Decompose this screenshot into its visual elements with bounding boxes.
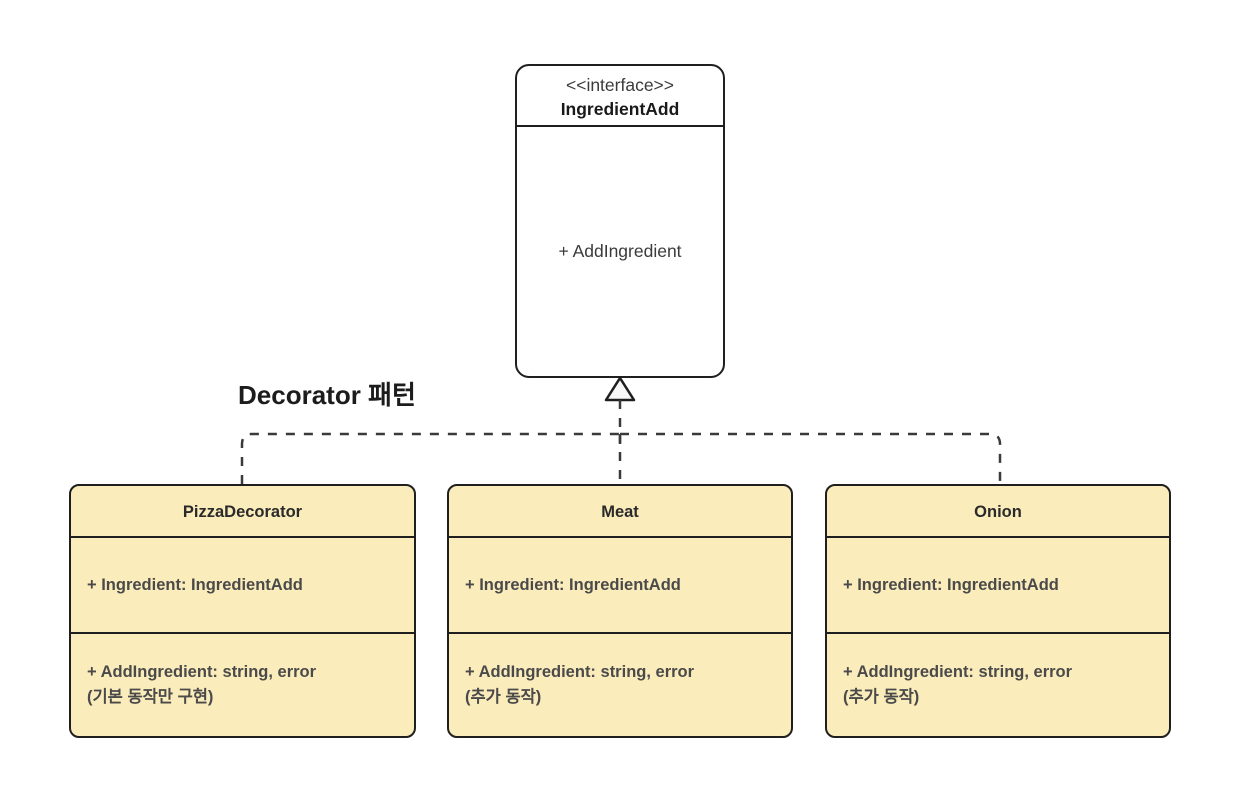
class-box-meat[interactable]: Meat + Ingredient: IngredientAdd + AddIn… [447,484,793,738]
class-box-pizzadecorator[interactable]: PizzaDecorator + Ingredient: IngredientA… [69,484,416,738]
class-attribute: + Ingredient: IngredientAdd [87,575,303,594]
class-operations-compartment: + AddIngredient: string, error (기본 동작만 구… [71,634,414,736]
class-attributes-compartment: + Ingredient: IngredientAdd [827,538,1169,634]
hollow-triangle-arrowhead [604,376,636,402]
class-name: Onion [827,486,1169,538]
class-name: PizzaDecorator [71,486,414,538]
class-attribute: + Ingredient: IngredientAdd [843,575,1059,594]
class-operation: + AddIngredient: string, error (추가 동작) [465,663,695,706]
class-attributes-compartment: + Ingredient: IngredientAdd [449,538,791,634]
interface-name: IngredientAdd [560,98,680,119]
page-title: Decorator 패턴 [238,380,416,410]
interface-operations-compartment: + AddIngredient [517,127,723,376]
connector-branch-left [240,432,620,484]
interface-stereotype: <<interface>> [566,75,674,95]
class-box-onion[interactable]: Onion + Ingredient: IngredientAdd + AddI… [825,484,1171,738]
interface-header: <<interface>> IngredientAdd [517,66,723,128]
class-attribute: + Ingredient: IngredientAdd [465,575,681,594]
class-attributes-compartment: + Ingredient: IngredientAdd [71,538,414,634]
interface-operation: + AddIngredient [558,241,682,262]
class-operation: + AddIngredient: string, error (추가 동작) [843,663,1073,706]
interface-box-ingredientadd[interactable]: <<interface>> IngredientAdd + AddIngredi… [515,64,725,378]
connector-branch-right [620,432,1002,484]
class-name: Meat [449,486,791,538]
class-operations-compartment: + AddIngredient: string, error (추가 동작) [827,634,1169,736]
class-operation: + AddIngredient: string, error (기본 동작만 구… [87,663,317,706]
class-operations-compartment: + AddIngredient: string, error (추가 동작) [449,634,791,736]
